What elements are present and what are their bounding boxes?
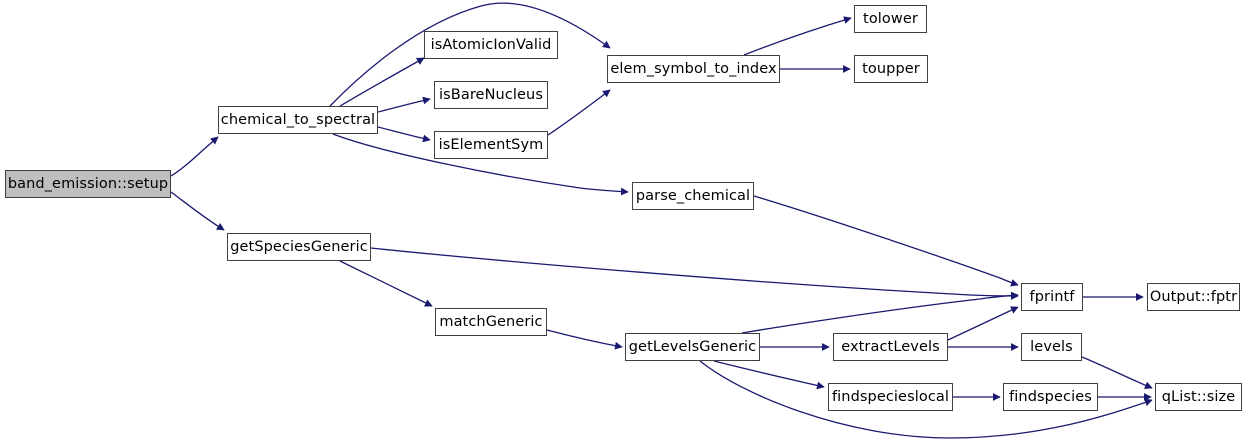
graph-edge-isElementSym-to-elem_symbol_to_index: [547, 89, 611, 136]
graph-edge-band_emission_setup-to-getSpeciesGeneric: [170, 191, 225, 231]
graph-node-findspecieslocal[interactable]: findspecieslocal: [828, 383, 953, 411]
graph-node-getSpeciesGeneric[interactable]: getSpeciesGeneric: [227, 233, 371, 261]
graph-edge-getLevelsGeneric-to-fprintf: [741, 291, 1019, 334]
graph-node-matchGeneric[interactable]: matchGeneric: [435, 308, 547, 336]
graph-edge-getLevelsGeneric-to-findspecieslocal: [713, 360, 825, 390]
graph-node-fprintf[interactable]: fprintf: [1021, 283, 1083, 311]
graph-edge-extractLevels-to-fprintf: [947, 306, 1019, 341]
graph-node-isAtomicIonValid[interactable]: isAtomicIonValid: [424, 31, 558, 59]
graph-node-band_emission_setup[interactable]: band_emission::setup: [5, 170, 171, 198]
graph-node-isBareNucleus[interactable]: isBareNucleus: [434, 81, 548, 109]
graph-node-getLevelsGeneric[interactable]: getLevelsGeneric: [625, 333, 760, 361]
graph-node-parse_chemical[interactable]: parse_chemical: [632, 182, 754, 210]
graph-edge-elem_symbol_to_index-to-tolower: [743, 16, 852, 56]
graph-node-levels[interactable]: levels: [1021, 333, 1082, 361]
graph-edge-getSpeciesGeneric-to-matchGeneric: [339, 260, 433, 307]
graph-node-extractLevels[interactable]: extractLevels: [833, 333, 948, 361]
graph-node-tolower[interactable]: tolower: [854, 5, 927, 33]
graph-edge-band_emission_setup-to-chemical_to_spectral: [170, 136, 219, 177]
graph-node-findspecies[interactable]: findspecies: [1003, 383, 1098, 411]
graph-node-Output_fptr[interactable]: Output::fptr: [1147, 283, 1240, 311]
graph-edge-parse_chemical-to-fprintf: [753, 195, 1019, 287]
graph-node-chemical_to_spectral[interactable]: chemical_to_spectral: [218, 106, 378, 134]
graph-node-elem_symbol_to_index[interactable]: elem_symbol_to_index: [607, 55, 780, 83]
graph-node-qList_size[interactable]: qList::size: [1155, 383, 1242, 411]
graph-edge-matchGeneric-to-getLevelsGeneric: [546, 329, 623, 350]
graph-edge-chemical_to_spectral-to-isElementSym: [377, 126, 431, 143]
graph-node-toupper[interactable]: toupper: [854, 55, 928, 83]
graph-edge-chemical_to_spectral-to-isAtomicIonValid: [339, 57, 425, 107]
graph-node-isElementSym[interactable]: isElementSym: [434, 131, 548, 159]
graph-edge-chemical_to_spectral-to-isBareNucleus: [377, 96, 431, 113]
graph-edge-getSpeciesGeneric-to-fprintf: [370, 247, 1019, 300]
